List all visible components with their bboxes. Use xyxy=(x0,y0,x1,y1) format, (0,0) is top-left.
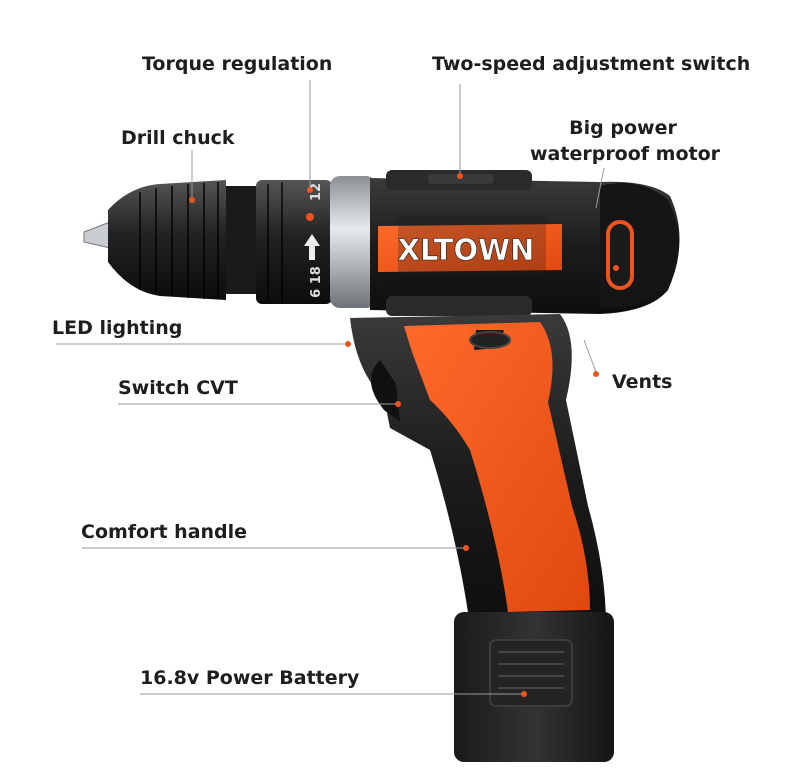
handle xyxy=(350,314,606,626)
leader-lines xyxy=(56,80,605,695)
label-drill-chuck: Drill chuck xyxy=(121,127,235,149)
label-power-battery: 16.8v Power Battery xyxy=(140,667,360,689)
torque-ring: 12 6 18 xyxy=(256,180,332,304)
label-vents: Vents xyxy=(612,371,673,393)
brand-logo: XLTOWN xyxy=(398,233,535,267)
label-motor-line2: waterproof motor xyxy=(530,143,721,165)
callout-dots xyxy=(189,173,619,697)
battery-pack xyxy=(454,612,614,762)
drill-bit xyxy=(83,221,111,249)
label-motor-line1: Big power xyxy=(569,117,677,139)
metal-collar xyxy=(330,176,376,308)
brand-panel: XLTOWN xyxy=(378,216,562,276)
torque-arrow-icon xyxy=(304,234,320,246)
speed-mark-bottom: 6 18 xyxy=(309,266,324,298)
label-two-speed-switch: Two-speed adjustment switch xyxy=(432,53,751,75)
vents-slot xyxy=(606,220,634,290)
label-torque-regulation: Torque regulation xyxy=(142,53,333,75)
leader-motor xyxy=(595,167,605,209)
leader-vents xyxy=(583,339,597,373)
speed-mark-top: 12 xyxy=(309,183,324,201)
drill-chuck xyxy=(108,180,262,300)
label-comfort-handle: Comfort handle xyxy=(81,521,248,543)
label-switch-cvt: Switch CVT xyxy=(118,377,238,399)
two-speed-switch xyxy=(428,174,494,184)
label-led-lighting: LED lighting xyxy=(52,317,183,339)
